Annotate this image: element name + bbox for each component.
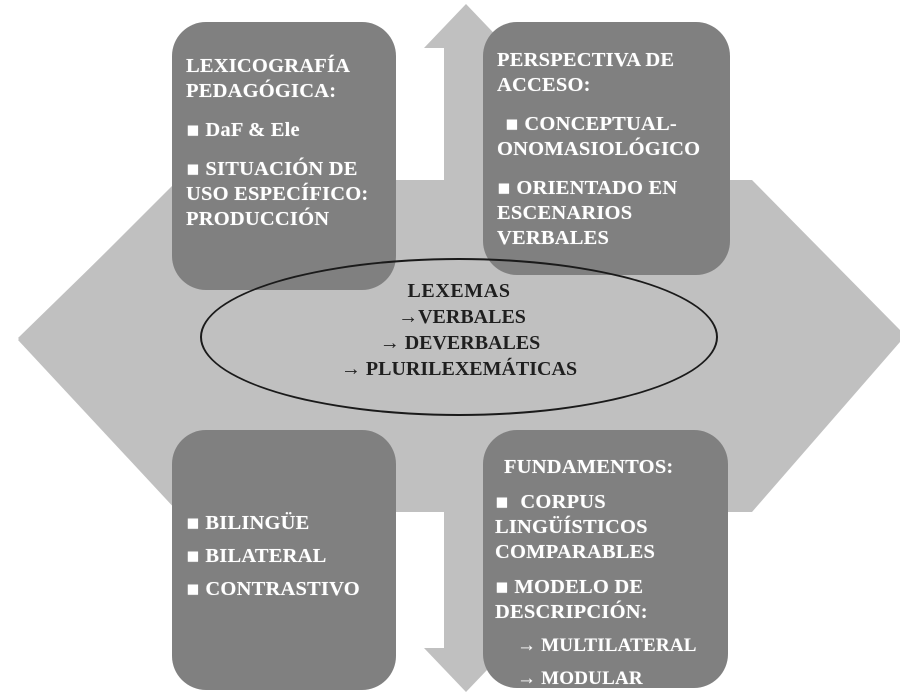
list-item: ▪ CONCEPTUAL- [497,111,730,137]
center-line: → DEVERBALES [379,332,541,354]
list-item-label: ONOMASIOLÓGICO [497,138,701,160]
list-item-label: VERBALES [497,227,610,249]
center-line: →VERBALES [398,306,526,328]
box-title-line: PEDAGÓGICA: [186,80,337,102]
list-item-label: CONTRASTIVO [205,578,360,600]
list-item: ▪ BILINGÜE [186,506,396,539]
box-content: LEXICOGRAFÍA PEDAGÓGICA: ▪ DaF & Ele ▪ S… [186,54,396,232]
list-item-label: DESCRIPCIÓN: [495,601,648,623]
bullet-icon: ▪ [495,489,510,513]
box-title-line: ACCESO: [497,74,591,96]
box-title-line: PERSPECTIVA DE [497,49,675,71]
list-item: ▪ CONTRASTIVO [186,572,396,605]
list-item-label: PRODUCCIÓN [186,208,330,230]
center-line: → PLURILEXEMÁTICAS [340,358,578,380]
center-line: LEXEMAS [407,280,511,302]
box-content: PERSPECTIVA DE ACCESO: ▪ CONCEPTUAL- ONO… [497,48,730,251]
box-content: ▪ BILINGÜE ▪ BILATERAL ▪ CONTRASTIVO [186,506,396,605]
list-item-label: BILATERAL [205,545,327,567]
list-item-label: MODELO DE [514,576,644,598]
list-item: ▪ BILATERAL [186,539,396,572]
list-item-label: CONCEPTUAL- [524,113,677,135]
box-fundamentos[interactable]: FUNDAMENTOS: ▪ CORPUS LINGÜÍSTICOS COMPA… [483,430,728,691]
bullet-icon: ▪ [186,510,201,534]
list-item-label: SITUACIÓN DE [205,158,358,180]
box-title-line: LEXICOGRAFÍA [186,55,351,77]
bullet-icon: ▪ [186,156,201,180]
list-item-label: ESCENARIOS [497,202,633,224]
bullet-icon: ▪ [505,111,520,135]
list-item: ▪ DaF & Ele [186,117,396,143]
list-item-label: COMPARABLES [495,541,656,563]
sub-list-item: → MULTILATERAL [517,635,697,656]
box-perspectiva-de-acceso[interactable]: PERSPECTIVA DE ACCESO: ▪ CONCEPTUAL- ONO… [483,22,730,275]
central-ellipse [200,258,718,416]
sub-list-item: → MODULAR [517,668,643,689]
bullet-icon: ▪ [186,576,201,600]
list-item-label: USO ESPECÍFICO: [186,183,369,205]
list-item: ▪ CORPUS [495,489,728,515]
list-item: ▪ MODELO DE [495,574,728,600]
box-content: FUNDAMENTOS: ▪ CORPUS LINGÜÍSTICOS COMPA… [495,455,728,691]
list-item-label: LINGÜÍSTICOS [495,516,648,538]
box-caracteristicas[interactable]: ▪ BILINGÜE ▪ BILATERAL ▪ CONTRASTIVO [172,430,396,690]
list-item-label: BILINGÜE [205,512,310,534]
list-item-label: CORPUS [520,491,606,513]
list-item: ▪ SITUACIÓN DE [186,156,396,182]
bullet-icon: ▪ [186,543,201,567]
bullet-icon: ▪ [186,117,201,141]
bullet-icon: ▪ [497,175,512,199]
list-item: ▪ ORIENTADO EN [497,175,730,201]
list-item-label: DaF & Ele [205,119,300,141]
central-ellipse-text: LEXEMAS →VERBALES → DEVERBALES → PLURILE… [200,278,718,382]
box-title-line: FUNDAMENTOS: [504,456,674,478]
bullet-icon: ▪ [495,574,510,598]
list-item-label: ORIENTADO EN [516,177,678,199]
box-lexicografia-pedagogica[interactable]: LEXICOGRAFÍA PEDAGÓGICA: ▪ DaF & Ele ▪ S… [172,22,396,290]
